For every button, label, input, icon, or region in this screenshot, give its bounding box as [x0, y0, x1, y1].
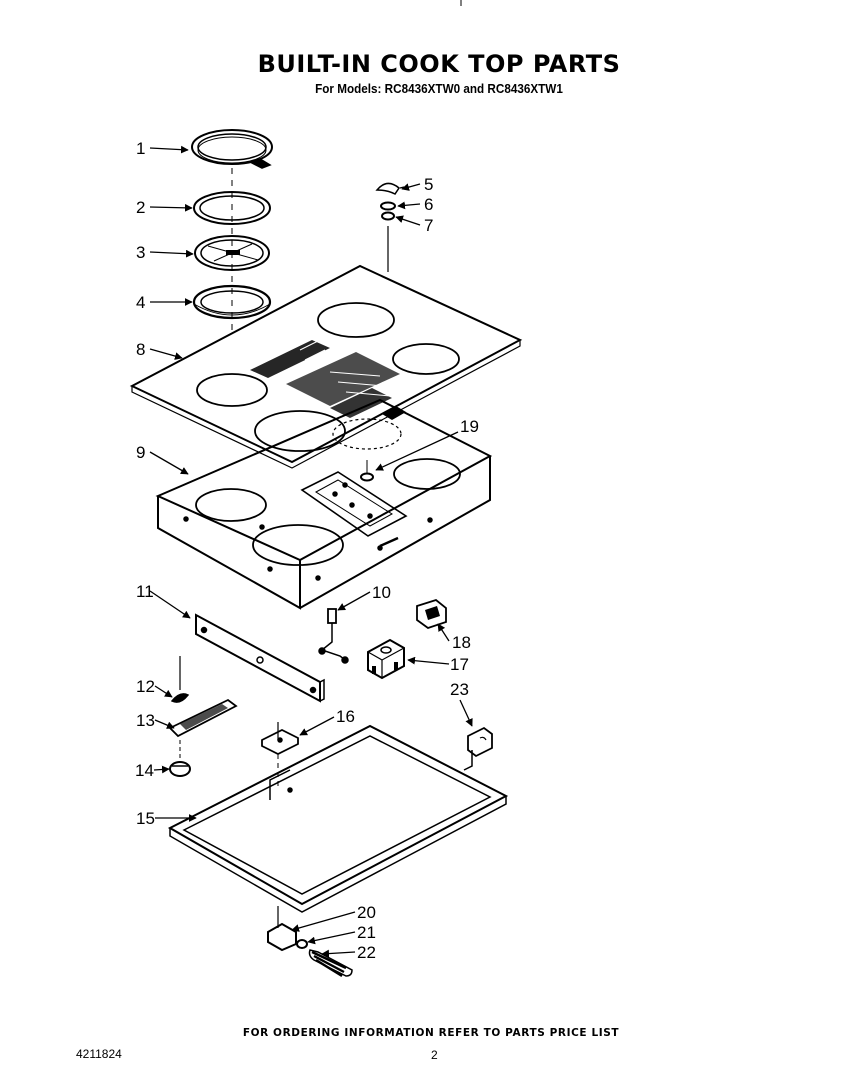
part-9-burner-box — [155, 398, 493, 610]
part-18-clip — [416, 598, 447, 630]
callout-13: 13 — [136, 711, 155, 730]
callout-23: 23 — [450, 680, 469, 699]
callout-3: 3 — [136, 243, 145, 262]
page-number: 2 — [431, 1048, 438, 1062]
callout-18: 18 — [452, 633, 471, 652]
callout-16: 16 — [336, 707, 355, 726]
callout-9: 9 — [136, 443, 145, 462]
parts-5-6-7-knob-hardware — [375, 182, 400, 272]
callout-15: 15 — [136, 809, 155, 828]
callout-5: 5 — [424, 175, 433, 194]
callout-4: 4 — [136, 293, 145, 312]
callout-1: 1 — [136, 139, 145, 158]
part-16-mounting-bracket — [261, 722, 299, 786]
part-17-switch — [367, 638, 405, 680]
part-12-13-14-control-parts — [168, 656, 238, 777]
parts-20-21-22-leveling-leg — [267, 906, 353, 978]
page-title: BUILT-IN COOK TOP PARTS — [257, 50, 621, 78]
part-3-reflector — [194, 235, 270, 271]
part-23-bracket — [463, 726, 493, 771]
part-8-glass-cooktop — [129, 264, 523, 469]
callout-10: 10 — [372, 583, 391, 602]
callout-22: 22 — [357, 943, 376, 962]
callout-21: 21 — [357, 923, 376, 942]
part-15-bottom-tray — [167, 724, 509, 913]
callout-leaders — [149, 145, 473, 958]
callout-17: 17 — [450, 655, 469, 674]
part-1-surface-element — [191, 129, 273, 169]
part-10-wire-harness — [318, 608, 349, 664]
callout-numbers: 1 2 3 4 5 6 7 8 9 10 11 12 13 14 15 16 1… — [135, 139, 479, 962]
callout-11: 11 — [136, 582, 154, 601]
document-number: 4211824 — [76, 1047, 122, 1061]
callout-14: 14 — [135, 761, 154, 780]
callout-7: 7 — [424, 216, 433, 235]
callout-20: 20 — [357, 903, 376, 922]
callout-6: 6 — [424, 195, 433, 214]
ordering-note: FOR ORDERING INFORMATION REFER TO PARTS … — [242, 1027, 620, 1039]
callout-8: 8 — [136, 340, 145, 359]
callout-19: 19 — [460, 417, 479, 436]
part-11-bracket — [195, 613, 325, 703]
callout-12: 12 — [136, 677, 155, 696]
model-subtitle: For Models: RC8436XTW0 and RC8436XTW1 — [315, 81, 563, 96]
part-19-grommet — [360, 460, 374, 482]
callout-2: 2 — [136, 198, 145, 217]
